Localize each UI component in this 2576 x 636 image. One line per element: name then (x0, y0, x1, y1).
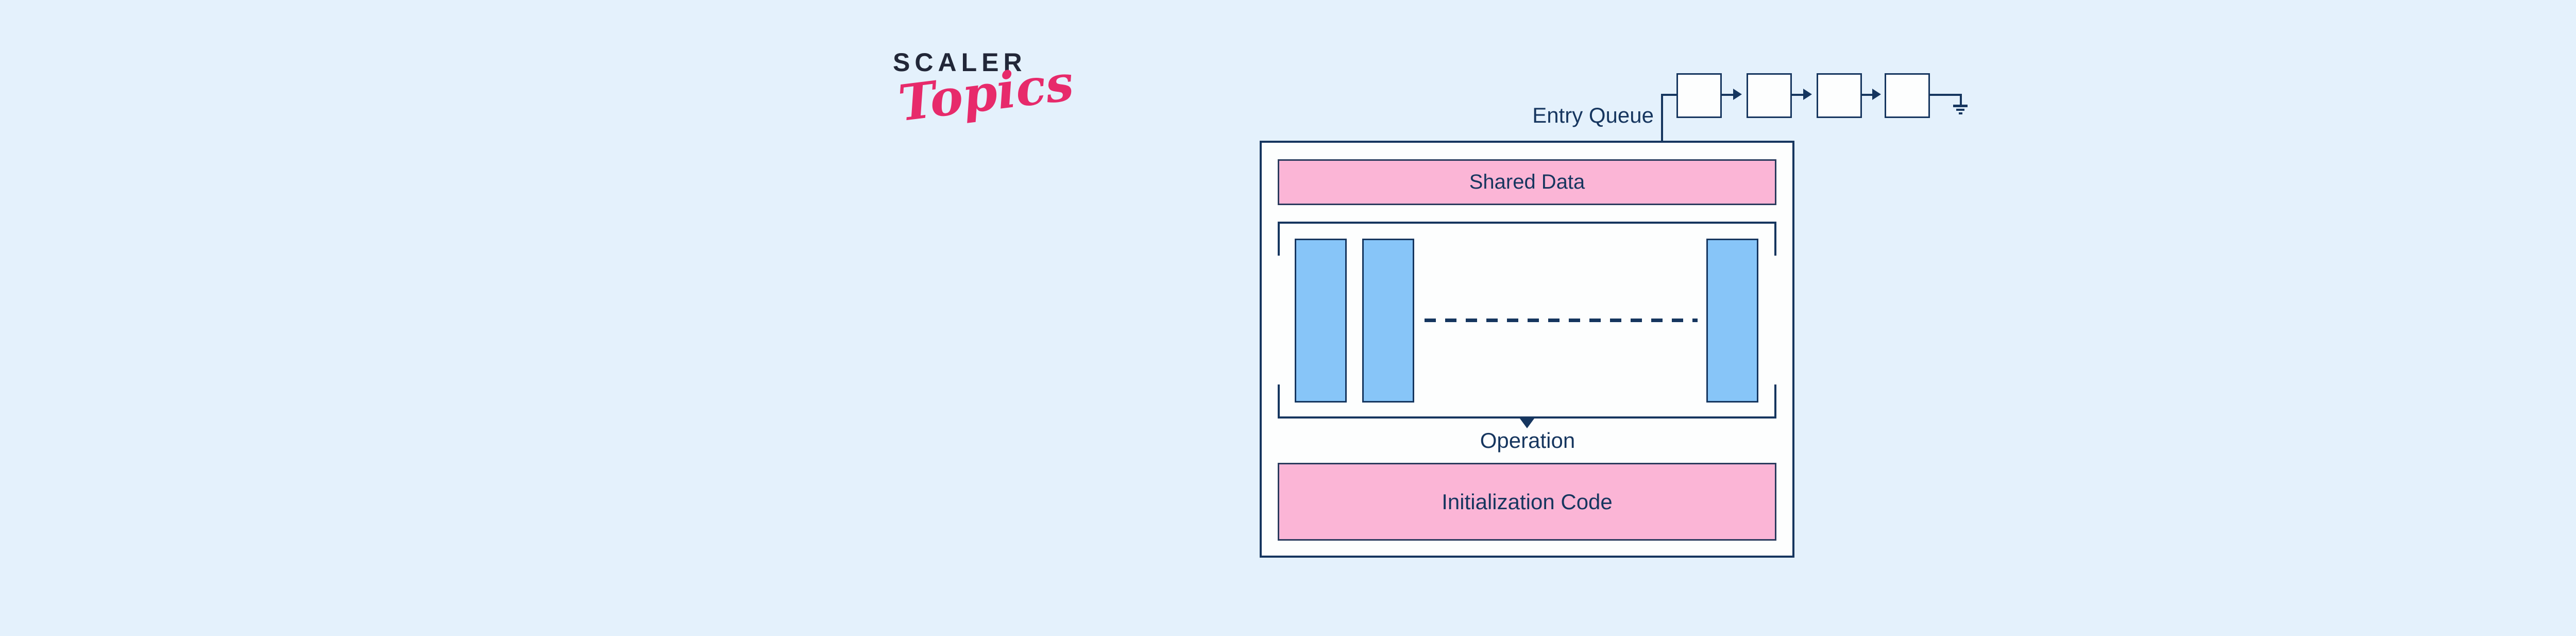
operations-bracket-top (1278, 222, 1776, 256)
initialization-code-box: Initialization Code (1278, 463, 1776, 541)
operations-bracket-bottom (1278, 384, 1776, 419)
arrow-right-icon (1733, 89, 1742, 100)
ground-icon (1956, 109, 1964, 111)
queue-node (1817, 73, 1862, 118)
queue-tail-line (1930, 94, 1962, 96)
operation-bar (1362, 239, 1414, 403)
operation-bar (1295, 239, 1347, 403)
queue-node (1747, 73, 1792, 118)
arrow-right-icon (1872, 89, 1881, 100)
queue-arrow-line (1861, 94, 1872, 96)
queue-connector-vertical (1661, 94, 1663, 159)
operation-bar (1706, 239, 1758, 403)
logo-brand-text: SCALER (893, 48, 1027, 77)
queue-arrow-line (1792, 94, 1803, 96)
ground-icon (1953, 105, 1968, 107)
entry-queue-label: Entry Queue (1532, 103, 1654, 127)
arrow-right-icon (1803, 89, 1812, 100)
queue-tail-drop (1960, 94, 1962, 105)
queue-connector-horizontal (1661, 94, 1677, 96)
queue-arrow-line (1722, 94, 1733, 96)
scaler-topics-logo: SCALER Topics (893, 48, 1077, 132)
queue-node (1885, 73, 1930, 118)
operation-arrow-icon (1520, 419, 1534, 428)
shared-data-box: Shared Data (1278, 159, 1776, 205)
shared-data-label: Shared Data (1469, 171, 1585, 193)
operation-label: Operation (1480, 428, 1575, 453)
queue-node (1676, 73, 1722, 118)
ground-icon (1959, 112, 1962, 114)
initialization-code-label: Initialization Code (1442, 489, 1613, 514)
ellipsis-dashed-line (1425, 319, 1698, 322)
